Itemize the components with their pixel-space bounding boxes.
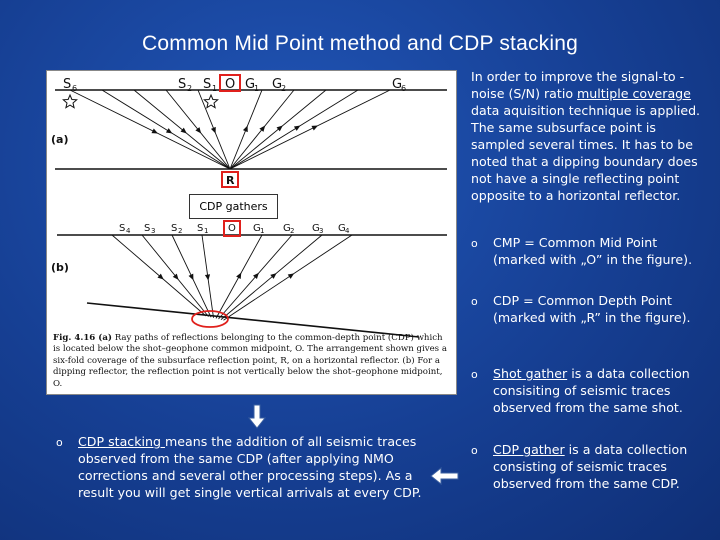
station-subscript-b: 1 [204,227,208,235]
ray-path-b [220,234,323,320]
station-label: S [63,77,71,92]
station-subscript: 6 [72,84,77,93]
station-subscript: 2 [281,84,286,93]
left-arrow-icon [430,467,459,485]
station-subscript: 2 [187,84,192,93]
ray-path-a [229,89,391,170]
ray-arrow-b [188,273,194,281]
intro-text-after: data aquisition technique is applied. Th… [471,103,701,203]
bullet-shot-gather: o Shot gather is a data collection consi… [471,365,711,437]
station-label: O [225,77,235,92]
station-subscript-b: 1 [260,227,264,235]
bullet-cdp-text: CDP = Common Depth Point (marked with „R… [493,293,691,325]
ray-arrow-b [236,272,242,280]
station-label: S [203,77,211,92]
station-label: G [272,77,282,92]
reflection-zone-marker [191,310,229,328]
ray-arrow-a [242,125,248,133]
ray-arrow-b [204,274,211,281]
bullet-mark: o [471,368,478,381]
bullet-mark: o [471,444,478,457]
cdp-gather-term: CDP gather [493,442,565,457]
slide-title: Common Mid Point method and CDP stacking [142,32,578,55]
cdp-r-label: R [226,174,235,187]
ray-path-b [223,234,353,321]
bullet-mark: o [56,436,63,449]
ray-path-a [229,89,359,170]
bullet-cdp-gather-text: CDP gather is a data collection consisti… [493,442,688,491]
ray-path-a [69,89,231,170]
station-label-b: G [253,223,261,234]
station-label: G [392,77,402,92]
ray-arrow-a [276,125,283,132]
caption-figure-number: Fig. 4.16 (a) [53,333,112,343]
ray-arrow-b [270,273,277,279]
multiple-coverage-term: multiple coverage [577,86,691,101]
bullet-cmp: o CMP = Common Mid Point (marked with „O… [471,234,711,290]
ray-arrow-b [172,273,179,280]
intro-paragraph: In order to improve the signal-to -noise… [471,68,711,204]
ray-arrow-a [311,125,318,131]
ray-path-a [133,89,231,170]
ray-path-b [111,234,207,317]
cdp-gathers-label: CDP gathers [189,194,278,219]
cdp-marker-r [221,171,239,188]
ray-arrow-a [165,128,173,134]
station-subscript: 1 [212,84,217,93]
bullet-shot-gather-text: Shot gather is a data collection consisi… [493,366,690,415]
ray-arrow-a [180,127,187,134]
cmp-marker-a [219,74,241,92]
station-subscript-b: 2 [178,227,182,235]
bullet-cdp-gather: o CDP gather is a data collection consis… [471,441,711,513]
station-label-b: G [338,223,346,234]
cdp-stacking-text: CDP stacking means the addition of all s… [78,434,422,500]
station-subscript-b: 3 [319,227,323,235]
intro-text-before: In order to improve the signal-to -noise… [471,69,685,101]
ray-arrow-a [195,127,202,134]
ray-arrow-b [287,273,295,279]
station-subscript-b: 2 [290,227,294,235]
ray-arrow-a [210,126,216,134]
station-label-b: S [171,223,177,234]
station-subscript: 1 [254,84,259,93]
bullet-mark: o [471,237,478,250]
station-label-b: G [312,223,320,234]
bullet-cmp-text: CMP = Common Mid Point (marked with „O” … [493,235,693,267]
shot-star-icon [203,93,219,109]
station-label-b: S [144,223,150,234]
ray-path-a [101,89,231,170]
station-subscript-b: 4 [345,227,350,235]
ray-arrow-a [151,128,158,134]
station-label-b: O [228,223,236,234]
station-label: S [178,77,186,92]
shot-star-icon [62,93,78,109]
ray-arrow-b [253,272,259,280]
part-b-label: (b) [51,261,69,274]
ray-arrow-b [157,273,164,280]
bullet-cdp-stacking: o CDP stacking means the addition of all… [56,433,426,523]
cdp-stacking-term: CDP stacking [78,434,166,449]
ray-arrow-a [259,125,266,132]
station-subscript-b: 3 [151,227,155,235]
down-arrow-icon [247,404,267,429]
part-a-label: (a) [51,133,68,146]
ray-arrow-a [293,125,301,131]
station-subscript-b: 4 [126,227,131,235]
station-label-b: G [283,223,291,234]
bullet-cdp: o CDP = Common Depth Point (marked with … [471,292,711,348]
station-label: G [245,77,255,92]
dipping-reflector [86,302,420,338]
station-label-b: S [119,223,125,234]
bullet-mark: o [471,295,478,308]
cmp-marker-b [223,220,241,237]
figure-caption: Fig. 4.16 (a) Ray paths of reflections b… [53,333,451,390]
station-subscript: 6 [401,84,406,93]
caption-text: Ray paths of reflections belonging to th… [53,333,447,389]
station-label-b: S [197,223,203,234]
shot-gather-term: Shot gather [493,366,568,381]
ray-path-a [229,89,327,170]
